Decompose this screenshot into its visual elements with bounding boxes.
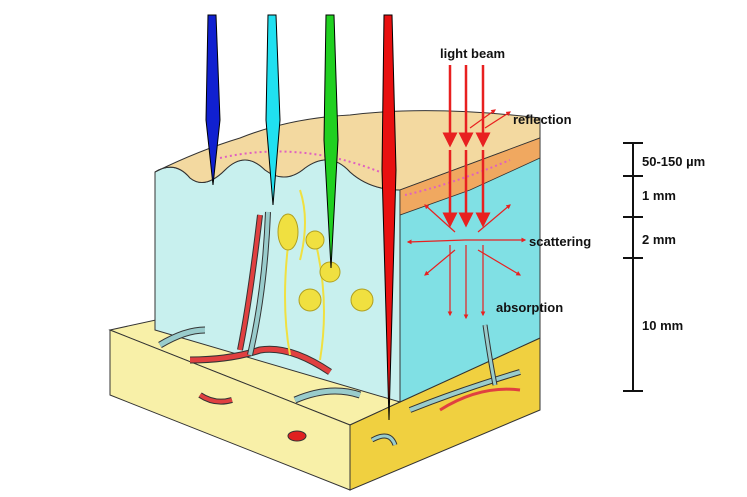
absorption-arrows [447, 245, 486, 320]
label-light-beam: light beam [440, 46, 505, 61]
red-needle [381, 14, 397, 421]
label-absorption: absorption [496, 300, 563, 315]
scale-label-1mm: 1 mm [642, 188, 676, 203]
light-beam-arrows [442, 65, 491, 228]
glands-and-nerves [277, 189, 374, 361]
blood-vessels [158, 211, 521, 446]
reflection-arrows [469, 109, 512, 129]
dermis-layer [154, 137, 541, 403]
scale-label-2mm: 2 mm [642, 232, 676, 247]
green-needle [323, 14, 339, 269]
scale-label-epidermis: 50-150 µm [642, 154, 705, 169]
label-scattering: scattering [529, 234, 591, 249]
needles [205, 14, 397, 421]
label-reflection: reflection [513, 112, 572, 127]
depth-scale [623, 142, 643, 392]
blue-needle [205, 14, 221, 186]
scale-label-10mm: 10 mm [642, 318, 683, 333]
cyan-needle [265, 14, 281, 206]
